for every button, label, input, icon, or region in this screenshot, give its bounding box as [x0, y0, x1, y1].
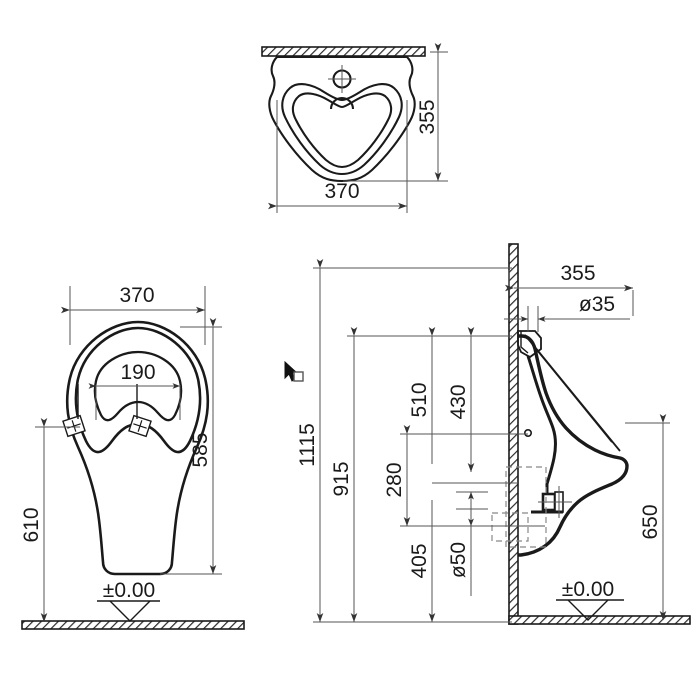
dim-label-front-width: 370: [119, 284, 154, 307]
top-view-outer-outline: [268, 55, 416, 183]
side-view-outlet: [531, 486, 572, 518]
dim-label-side-405: 405: [408, 543, 431, 578]
side-view-inner-wall: [526, 355, 557, 500]
side-view-level-label: ±0.00: [562, 578, 614, 601]
mouse-cursor: [284, 360, 304, 382]
side-view-wall-hole: [523, 428, 532, 437]
front-view-fixing-right: [128, 414, 152, 438]
side-view-inlet-inner: [520, 331, 529, 354]
top-view-bowl-outline: [291, 92, 393, 169]
side-view-group: ±0.00 355 ø35 1115 915: [296, 243, 691, 625]
top-view-group: 355 370: [261, 43, 448, 213]
dim-label-front-height: 585: [189, 432, 212, 467]
front-view-floor-slab: [21, 620, 245, 630]
front-view-fixing-left: [62, 414, 86, 438]
dim-label-side-280: 280: [383, 462, 406, 497]
side-view-rim-inner-line: [532, 344, 613, 443]
front-view-bowl-outline: [93, 350, 183, 422]
dim-label-side-1115: 1115: [296, 423, 319, 467]
side-view-inlet-box: [517, 330, 542, 359]
side-view-level-symbol: [556, 599, 624, 621]
dim-label-side-inlet-dia: ø35: [579, 293, 615, 316]
front-view-outer-outline: [65, 320, 210, 576]
top-view-wall: [261, 46, 426, 57]
side-view-outer-profile: [518, 334, 629, 557]
top-view-drain-arc: [329, 97, 355, 110]
dim-label-side-430: 430: [447, 384, 470, 419]
dim-label-side-outlet-dia: ø50: [447, 542, 470, 578]
dim-label-side-650: 650: [639, 504, 662, 539]
side-view-rough-in-hidden: [491, 466, 547, 548]
dim-label-side-915: 915: [330, 461, 353, 496]
front-view-level-label: ±0.00: [103, 579, 155, 602]
front-view-level-symbol: [97, 600, 160, 622]
dim-label-front-inner: 190: [120, 361, 155, 384]
dim-label-side-projection: 355: [560, 262, 595, 285]
dim-label-front-floor-height: 610: [20, 507, 43, 542]
front-view-group: ±0.00 370 190 585 610: [20, 284, 245, 630]
dim-label-side-510: 510: [408, 382, 431, 417]
dim-label-top-depth: 355: [416, 99, 439, 134]
side-view-floor: [508, 615, 691, 625]
dim-label-top-width: 370: [324, 180, 359, 203]
